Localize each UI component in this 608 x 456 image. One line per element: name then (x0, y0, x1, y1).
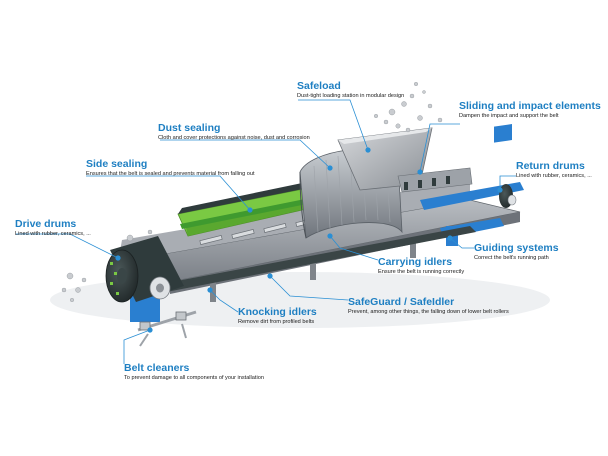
callout-knocking-idlers: Knocking idlers Remove dirt from profile… (238, 306, 317, 326)
callout-guiding-systems: Guiding systems Correct the belt's runni… (474, 242, 559, 262)
callout-desc: Dust-tight loading station in modular de… (297, 93, 405, 99)
callout-desc: Ensure the belt is running correctly (378, 269, 465, 275)
callout-title: Knocking idlers (238, 306, 317, 318)
callout-title: Drive drums (15, 218, 77, 230)
conveyor-belt (177, 176, 347, 237)
callout-title: SafeGuard / SafeIdler (348, 296, 455, 308)
callout-title: Sliding and impact elements (459, 100, 601, 112)
callout-title: Belt cleaners (124, 362, 190, 374)
callout-side-sealing: Side sealing Ensures that the belt is se… (86, 158, 255, 178)
callout-desc: Cloth and cover protections against nois… (158, 135, 310, 141)
callout-desc: Lined with rubber, ceramics, ... (15, 231, 91, 237)
return-belt (150, 226, 476, 294)
callout-leaders (16, 99, 516, 364)
callout-title: Dust sealing (158, 122, 221, 134)
callout-desc: Prevent, among other things, the falling… (348, 309, 509, 315)
callout-safeload: Safeload Dust-tight loading station in m… (297, 80, 404, 100)
belt-cleaner-assembly (137, 310, 197, 347)
callout-desc: Lined with rubber, ceramics, ... (516, 173, 592, 179)
callout-return-drums: Return drums Lined with rubber, ceramics… (516, 160, 592, 180)
callout-title: Carrying idlers (378, 256, 453, 268)
callout-sliding-impact: Sliding and impact elements Dampen the i… (459, 100, 601, 120)
callout-desc: To prevent damage to all components of y… (124, 375, 264, 381)
callout-desc: Ensures that the belt is sealed and prev… (86, 171, 255, 177)
drive-drum (105, 236, 184, 303)
safeload-hopper (337, 127, 473, 193)
callout-title: Return drums (516, 160, 585, 172)
callout-title: Side sealing (86, 158, 148, 170)
callout-dust-sealing: Dust sealing Cloth and cover protections… (158, 122, 310, 142)
callout-title: Safeload (297, 80, 341, 92)
callout-title: Guiding systems (474, 242, 559, 254)
callout-drive-drums: Drive drums Lined with rubber, ceramics,… (15, 218, 91, 238)
callout-desc: Correct the belt's running path (474, 255, 549, 261)
callout-safeguard: SafeGuard / SafeIdler Prevent, among oth… (348, 296, 509, 316)
callout-desc: Remove dirt from profiled belts (238, 319, 315, 325)
callout-carrying-idlers: Carrying idlers Ensure the belt is runni… (378, 256, 464, 276)
callout-desc: Dampen the impact and support the belt (459, 113, 559, 119)
callout-belt-cleaners: Belt cleaners To prevent damage to all c… (124, 362, 264, 382)
